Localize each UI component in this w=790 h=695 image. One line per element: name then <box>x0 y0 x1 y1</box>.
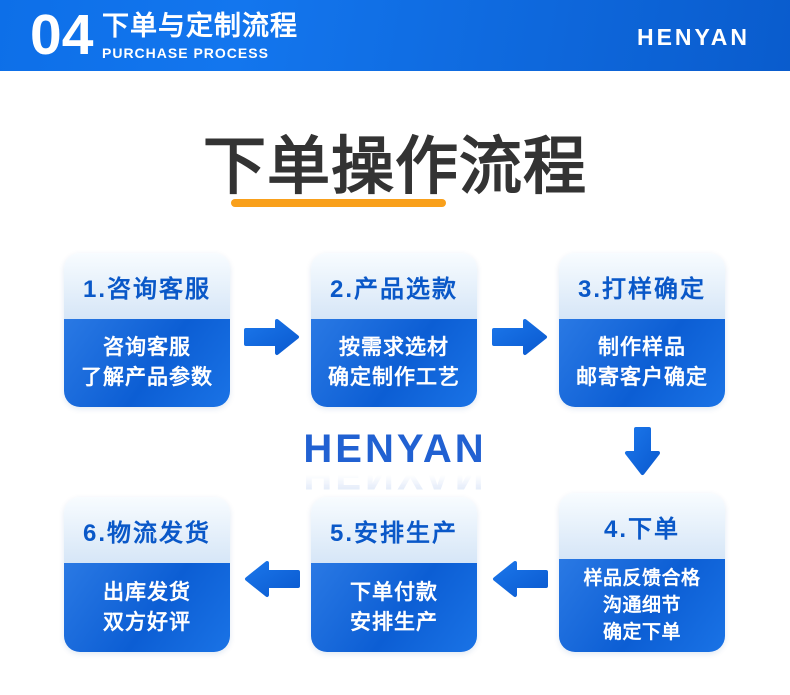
step-2-desc-line: 按需求选材 <box>339 336 449 359</box>
step-5-title: 5.安排生产 <box>311 497 477 563</box>
step-card-1: 1.咨询客服 咨询客服 了解产品参数 <box>64 253 230 407</box>
step-5-desc-line: 下单付款 <box>350 580 438 604</box>
page-title: 下单操作流程 <box>203 132 587 202</box>
step-1-desc-line: 了解产品参数 <box>81 366 213 389</box>
title-underline-accent <box>231 199 446 207</box>
step-2-desc-line: 确定制作工艺 <box>328 366 460 389</box>
step-6-description: 出库发货 双方好评 <box>64 563 230 652</box>
arrow-left-icon <box>245 561 300 597</box>
step-4-desc-line: 样品反馈合格 <box>583 568 701 589</box>
step-3-desc-line: 制作样品 <box>598 336 686 359</box>
brand-logo: HENYAN <box>636 24 750 50</box>
step-card-3: 3.打样确定 制作样品 邮寄客户确定 <box>559 253 725 407</box>
step-4-title: 4.下单 <box>559 493 725 559</box>
section-number: 04 <box>30 3 94 67</box>
arrow-right-icon <box>492 319 547 355</box>
step-3-title: 3.打样确定 <box>559 253 725 319</box>
step-3-desc-line: 邮寄客户确定 <box>576 366 708 389</box>
section-subtitle: PURCHASE PROCESS <box>102 45 269 61</box>
arrow-down-icon <box>625 427 660 475</box>
arrow-left-icon <box>493 561 548 597</box>
step-2-title: 2.产品选款 <box>311 253 477 319</box>
arrow-right-icon <box>244 319 299 355</box>
step-6-title: 6.物流发货 <box>64 497 230 563</box>
step-4-description: 样品反馈合格 沟通细节 确定下单 <box>559 559 725 652</box>
step-5-description: 下单付款 安排生产 <box>311 563 477 652</box>
step-card-5: 5.安排生产 下单付款 安排生产 <box>311 497 477 652</box>
section-title-group: 下单与定制流程 PURCHASE PROCESS <box>102 10 298 62</box>
step-card-6: 6.物流发货 出库发货 双方好评 <box>64 497 230 652</box>
step-4-desc-line: 沟通细节 <box>602 595 681 616</box>
step-card-2: 2.产品选款 按需求选材 确定制作工艺 <box>311 253 477 407</box>
section-header: 04 下单与定制流程 PURCHASE PROCESS HENYAN <box>0 0 790 71</box>
brand-watermark-text: HENYAN <box>303 427 487 471</box>
section-title: 下单与定制流程 <box>102 11 298 41</box>
step-6-desc-line: 出库发货 <box>103 580 191 604</box>
brand-watermark: HENYAN HENYAN <box>0 428 790 496</box>
step-1-desc-line: 咨询客服 <box>103 336 191 359</box>
step-5-desc-line: 安排生产 <box>350 610 438 634</box>
step-2-description: 按需求选材 确定制作工艺 <box>311 319 477 407</box>
step-card-4: 4.下单 样品反馈合格 沟通细节 确定下单 <box>559 493 725 652</box>
step-1-description: 咨询客服 了解产品参数 <box>64 319 230 407</box>
step-1-title: 1.咨询客服 <box>64 253 230 319</box>
step-3-description: 制作样品 邮寄客户确定 <box>559 319 725 407</box>
step-4-desc-line: 确定下单 <box>602 622 681 643</box>
step-6-desc-line: 双方好评 <box>103 610 191 634</box>
